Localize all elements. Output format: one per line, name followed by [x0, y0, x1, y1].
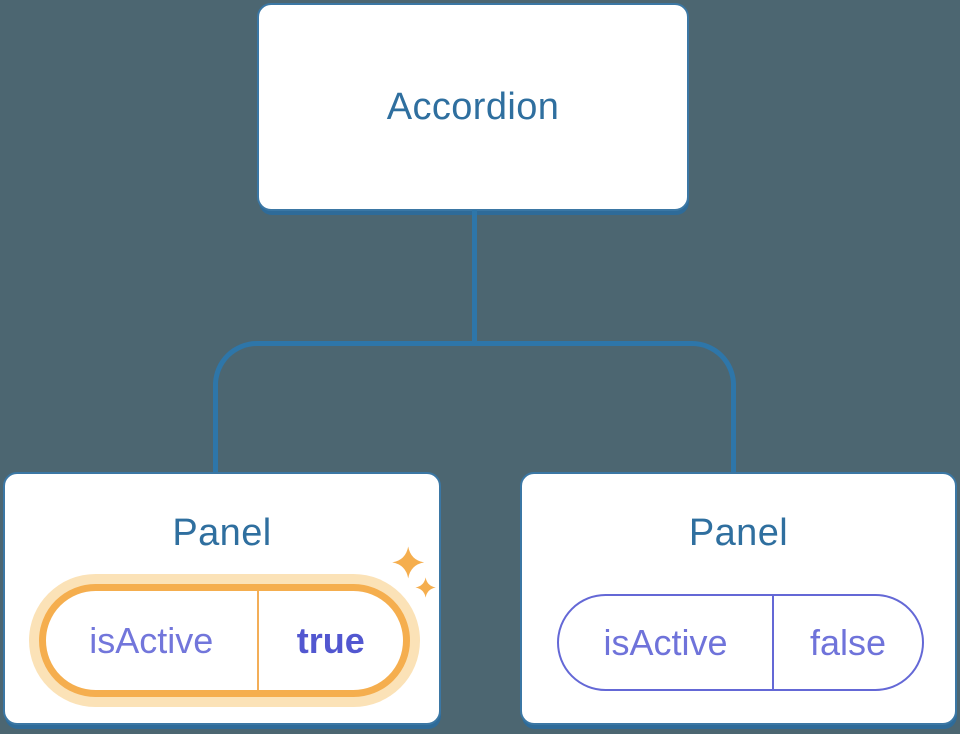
state-key-label: isActive: [603, 621, 728, 663]
panel-node-active: Panel isActive true: [3, 472, 441, 725]
accordion-node: Accordion: [257, 3, 689, 211]
state-pill-active: isActive true: [39, 584, 410, 697]
state-value-label: false: [772, 596, 922, 689]
state-value-label: true: [256, 591, 403, 690]
panel-node-inactive: Panel isActive false: [520, 472, 957, 725]
connector-stem: [472, 210, 477, 346]
panel-title: Panel: [172, 512, 272, 554]
state-key-label: isActive: [89, 619, 214, 661]
panel-title: Panel: [688, 512, 789, 554]
sparkle-icon: [392, 546, 436, 598]
state-pill-inactive: isActive false: [557, 594, 924, 691]
connector-branch: [213, 341, 736, 472]
accordion-label: Accordion: [386, 85, 560, 128]
